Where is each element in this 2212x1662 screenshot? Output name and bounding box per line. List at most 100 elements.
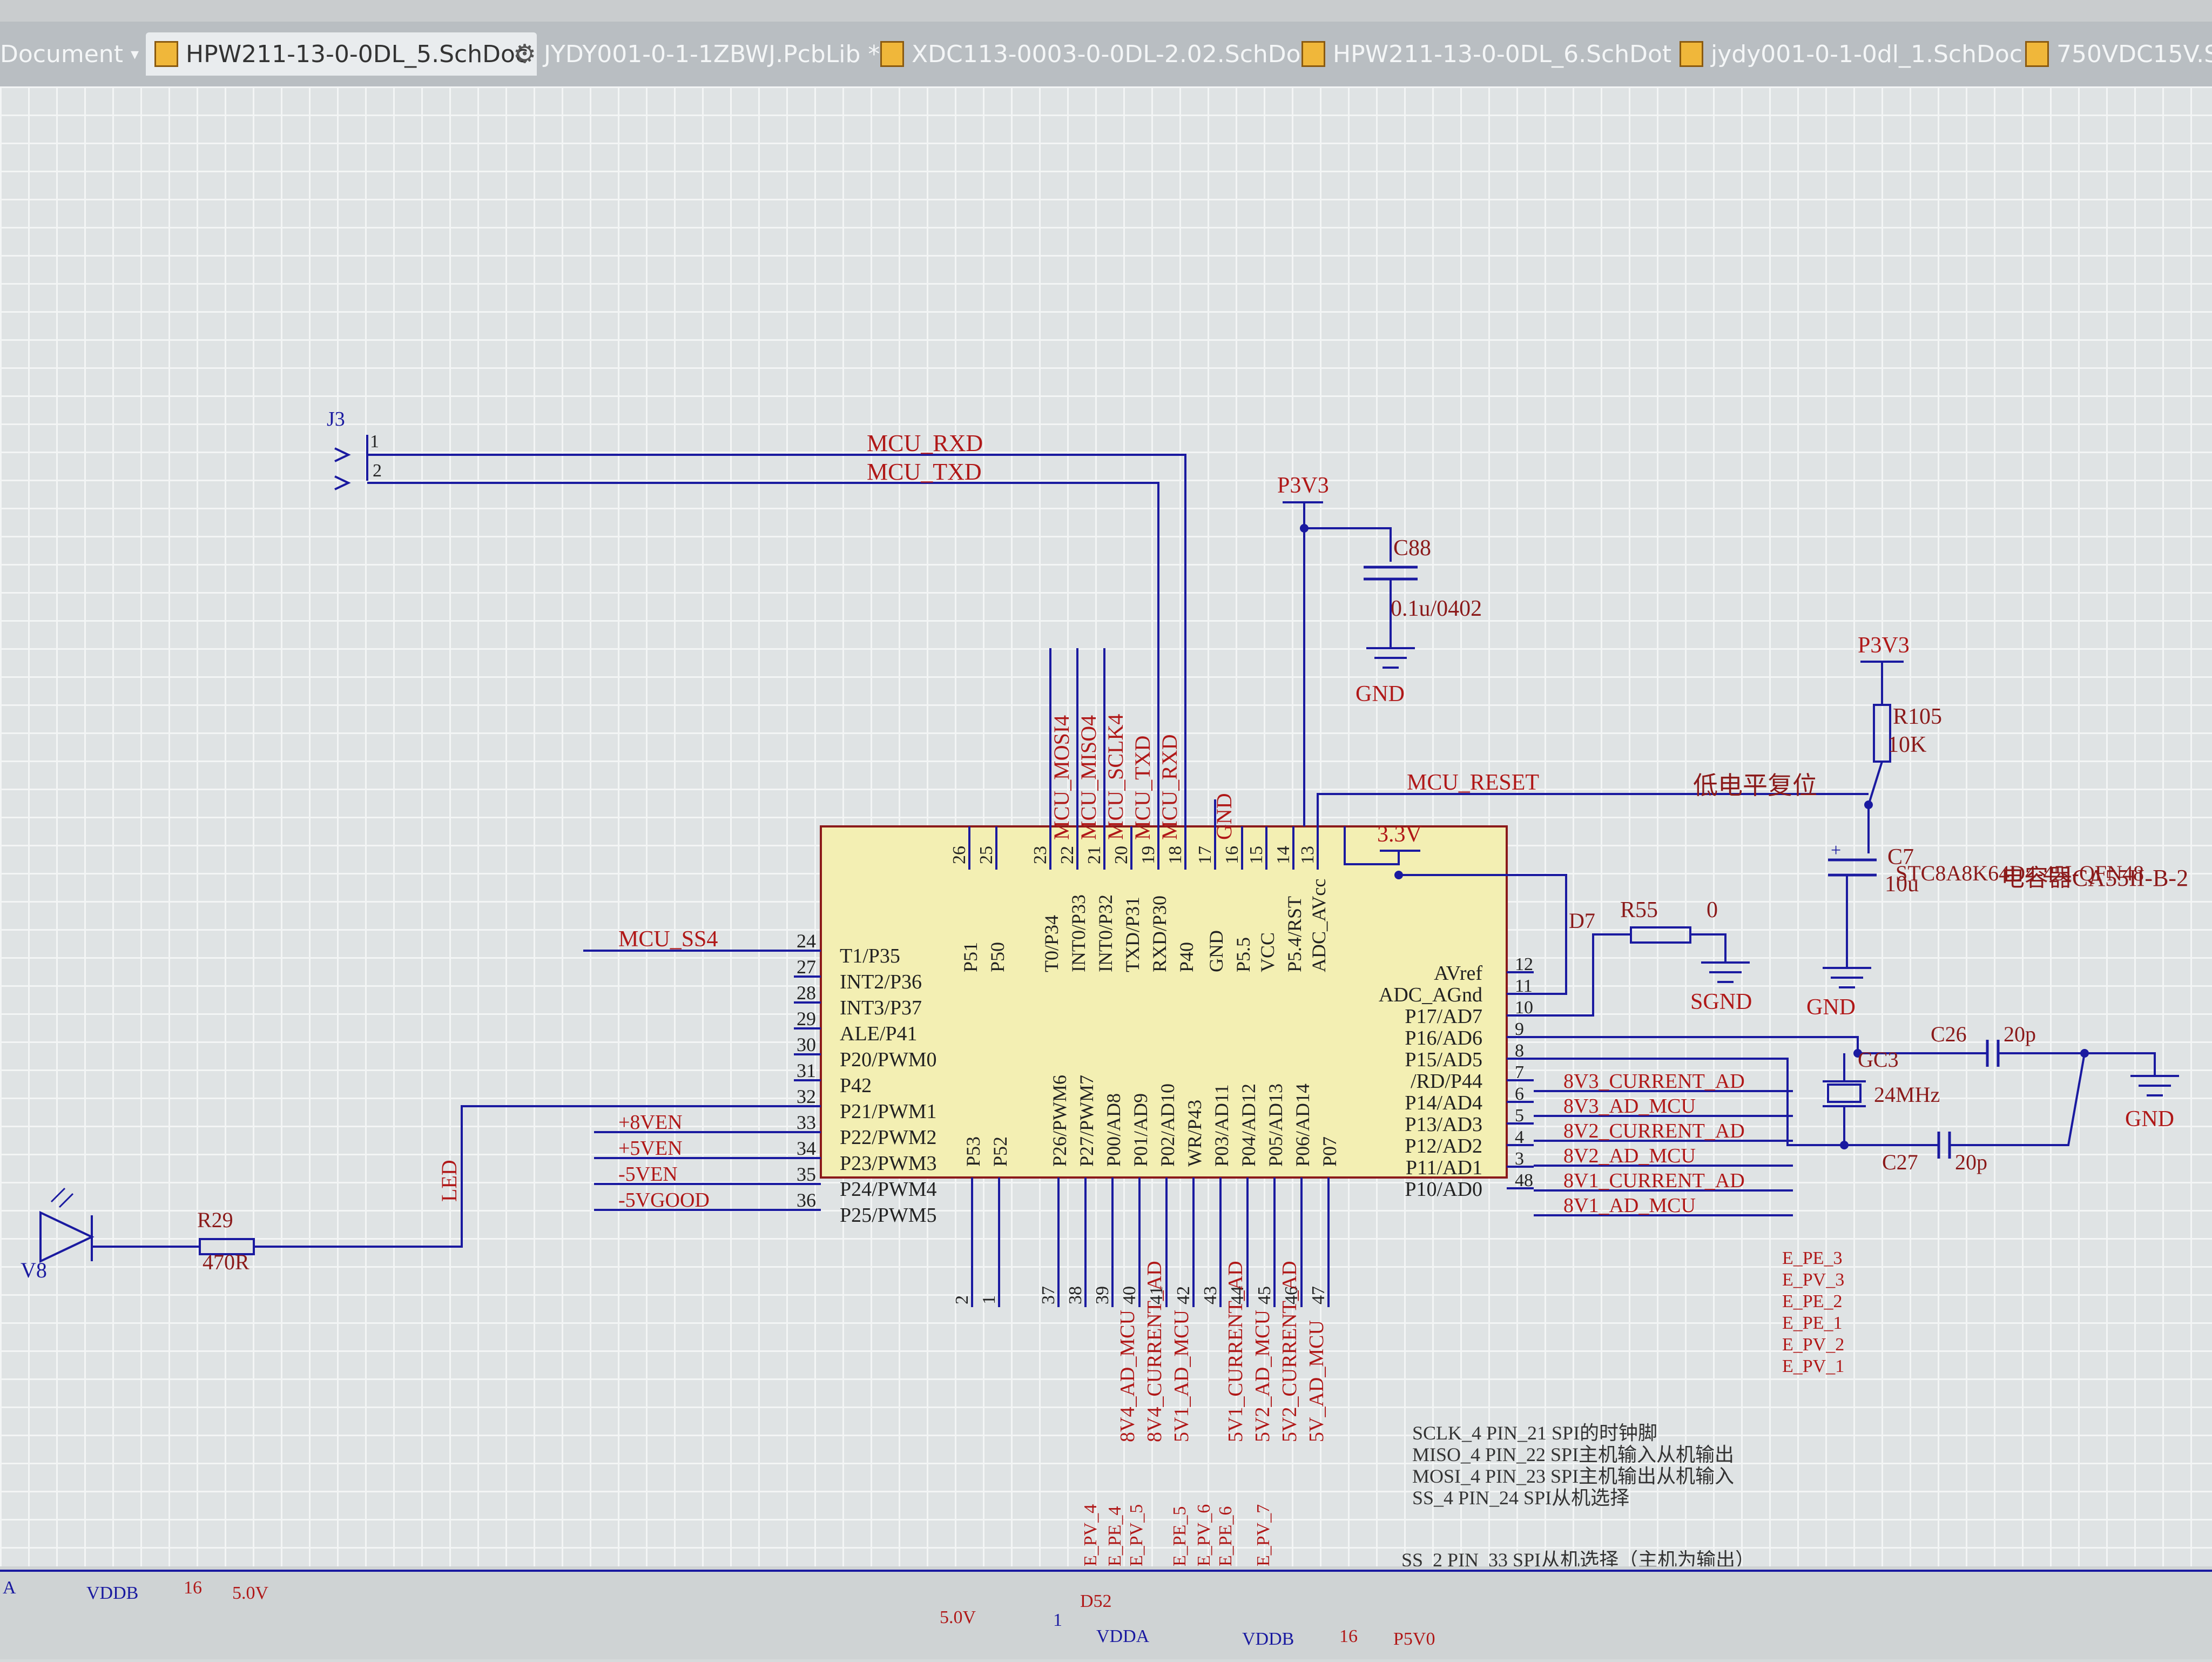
chip-pin-name: P27/PWM7	[1076, 1075, 1097, 1167]
net-label-left-input: -5VGOOD	[618, 1189, 710, 1212]
chip-pin-name: P42	[840, 1074, 872, 1097]
chip-pin-number: 35	[797, 1163, 816, 1185]
capacitor-c7[interactable]: + C7 10u	[1828, 840, 1919, 967]
tab-jydy001-1[interactable]: jydy001-0-1-0dl_1.SchDoc	[1680, 32, 2022, 76]
wire-r55-sgnd	[1690, 933, 1727, 961]
wire-mcu-rxd[interactable]	[367, 454, 1186, 826]
capacitor-c27[interactable]: C27 20p	[1882, 1132, 1987, 1174]
net-label-led: LED	[437, 1160, 461, 1202]
chip-pin-name: P51	[960, 942, 981, 972]
chip-pin-name: TXD/P31	[1122, 897, 1143, 972]
net-label-3v3: 3.3V	[1377, 822, 1422, 847]
tab-hpw211-5[interactable]: HPW211-13-0-0DL_5.SchDoc	[146, 32, 537, 76]
chip-pin-name: P22/PWM2	[840, 1126, 936, 1149]
wire-led[interactable]	[254, 1105, 821, 1248]
chip-pin-number: 30	[797, 1034, 816, 1055]
document-tab-bar: Document ▾ HPW211-13-0-0DL_5.SchDoc ⚙ JY…	[0, 22, 2212, 88]
chip-pin-number: 29	[797, 1008, 816, 1030]
tab-document-menu[interactable]: Document ▾	[0, 32, 139, 76]
wire-mcu-reset[interactable]	[1317, 793, 1869, 826]
net-label-top: MCU_MISO4	[1076, 715, 1101, 840]
chip-pin-number: 13	[1298, 846, 1318, 864]
net-label-p3v3-right: P3V3	[1858, 633, 1910, 658]
tab-750vdc15v[interactable]: 750VDC15V.S	[2025, 32, 2212, 76]
chip-pin-number: 47	[1309, 1286, 1328, 1304]
chip-pin-number: 4	[1515, 1127, 1524, 1147]
chip-pin-number: 39	[1092, 1286, 1112, 1304]
bottom-strip-label: 16	[1339, 1626, 1358, 1646]
tab-hpw211-6[interactable]: HPW211-13-0-0DL_6.SchDot	[1301, 32, 1671, 76]
spi4-note-line: SS_4 PIN_24 SPI从机选择	[1412, 1487, 1629, 1509]
net-label-mcu-ss4: MCU_SS4	[618, 927, 718, 952]
e-signal-label: E_PE_3	[1782, 1248, 1842, 1268]
chip-pin-name: ALE/P41	[840, 1022, 918, 1045]
crystal-gc3[interactable]: GC3 24MHz	[1823, 1047, 1940, 1145]
wire-xtal-2[interactable]	[1507, 1058, 1939, 1146]
chip-pin-name: P13/AD3	[1405, 1113, 1482, 1136]
chip-pin-number: 28	[797, 982, 816, 1004]
chip-pin-name: P25/PWM5	[840, 1204, 936, 1227]
tab-label: HPW211-13-0-0DL_5.SchDoc	[186, 40, 529, 68]
j3-pin1-arrow-icon	[334, 447, 351, 462]
chip-pin-number: 24	[797, 930, 816, 952]
chip-pin-name: P12/AD2	[1405, 1135, 1482, 1158]
wire-adc-avcc[interactable]	[1344, 826, 1400, 865]
pcb-library-icon: ⚙	[513, 39, 537, 69]
tab-xdc113[interactable]: XDC113-0003-0-0DL-2.02.SchDoc	[880, 32, 1314, 76]
led-v8[interactable]: V8	[21, 1187, 95, 1282]
net-label-bottom: 5V1_AD_MCU	[1170, 1310, 1193, 1442]
tab-label: HPW211-13-0-0DL_6.SchDot	[1333, 40, 1672, 68]
r55-body	[1630, 926, 1691, 944]
net-label-bottom: 5V_AD_MCU	[1305, 1320, 1328, 1442]
tab-jydy001-pcblib[interactable]: ⚙ JYDY001-0-1-1ZBWJ.PcbLib *	[513, 32, 880, 76]
schematic-canvas[interactable]: 24T1/P3527INT2/P3628INT3/P3729ALE/P4130P…	[0, 86, 2212, 1659]
chip-pin-number: 5	[1515, 1106, 1524, 1126]
r29-value: 470R	[203, 1250, 249, 1274]
schematic-doc-icon	[880, 41, 904, 67]
capacitor-c26[interactable]: C26 20p	[1931, 1022, 2036, 1067]
mcu-chip-body[interactable]	[820, 825, 1508, 1179]
wire-xtal-1[interactable]	[1507, 1036, 1987, 1054]
chip-pin-name: P14/AD4	[1405, 1092, 1482, 1114]
tab-label: Document	[0, 40, 123, 68]
chip-pin-number: 20	[1111, 846, 1131, 864]
chip-pin-number: 8	[1515, 1041, 1524, 1061]
tab-label: JYDY001-0-1-1ZBWJ.PcbLib *	[544, 40, 880, 68]
chip-pin-number: 23	[1030, 846, 1050, 864]
power-p3v3-top[interactable]: P3V3	[1277, 473, 1329, 503]
bottom-strip-label: P5V0	[1393, 1629, 1435, 1649]
net-label-bottom: 5V2_CURRENT_AD	[1278, 1261, 1301, 1442]
chip-pin-number: 40	[1120, 1286, 1139, 1304]
net-label-top: MCU_RXD	[1157, 734, 1182, 840]
connector-j3[interactable]: J3 1 2	[327, 408, 382, 490]
capacitor-c88[interactable]: C88 0.1u/0402	[1364, 536, 1482, 648]
c27-ref: C27	[1882, 1150, 1918, 1174]
net-label-bottom: 5V1_CURRENT_AD	[1224, 1261, 1247, 1442]
bottom-strip-label: 16	[184, 1578, 202, 1598]
resistor-r55[interactable]: R55 0	[1620, 898, 1718, 944]
net-label-right-output: 8V2_CURRENT_AD	[1563, 1120, 1745, 1142]
dropdown-icon[interactable]: ▾	[130, 44, 139, 64]
wire-adc-agnd[interactable]	[1507, 933, 1631, 1017]
chip-pin-name: P52	[989, 1136, 1011, 1167]
spi4-note-line: SCLK_4 PIN_21 SPI的时钟脚	[1412, 1422, 1657, 1444]
net-label-right-output: 8V2_AD_MCU	[1563, 1145, 1696, 1167]
power-p3v3-right[interactable]: P3V3	[1858, 633, 1910, 663]
tab-label: XDC113-0003-0-0DL-2.02.SchDoc	[912, 40, 1314, 68]
junction-dot	[1394, 871, 1403, 879]
net-label-left-input: -5VEN	[618, 1163, 678, 1186]
r29-ref: R29	[197, 1208, 233, 1232]
tab-label: 750VDC15V.S	[2056, 40, 2212, 68]
chip-pin-name: INT0/P32	[1095, 894, 1116, 972]
spi4-note-line: MISO_4 PIN_22 SPI主机输入从机输出	[1412, 1444, 1734, 1465]
wire-mcu-txd[interactable]	[367, 482, 1159, 826]
wire-r105-c7	[1867, 761, 1883, 853]
resistor-r29[interactable]: R29 470R	[197, 1208, 255, 1274]
chip-pin-name: AVref	[1434, 962, 1482, 985]
wire-avref[interactable]	[1399, 874, 1567, 995]
schematic-doc-icon	[1301, 41, 1325, 67]
resistor-r105[interactable]: R105 10K	[1873, 704, 1942, 763]
